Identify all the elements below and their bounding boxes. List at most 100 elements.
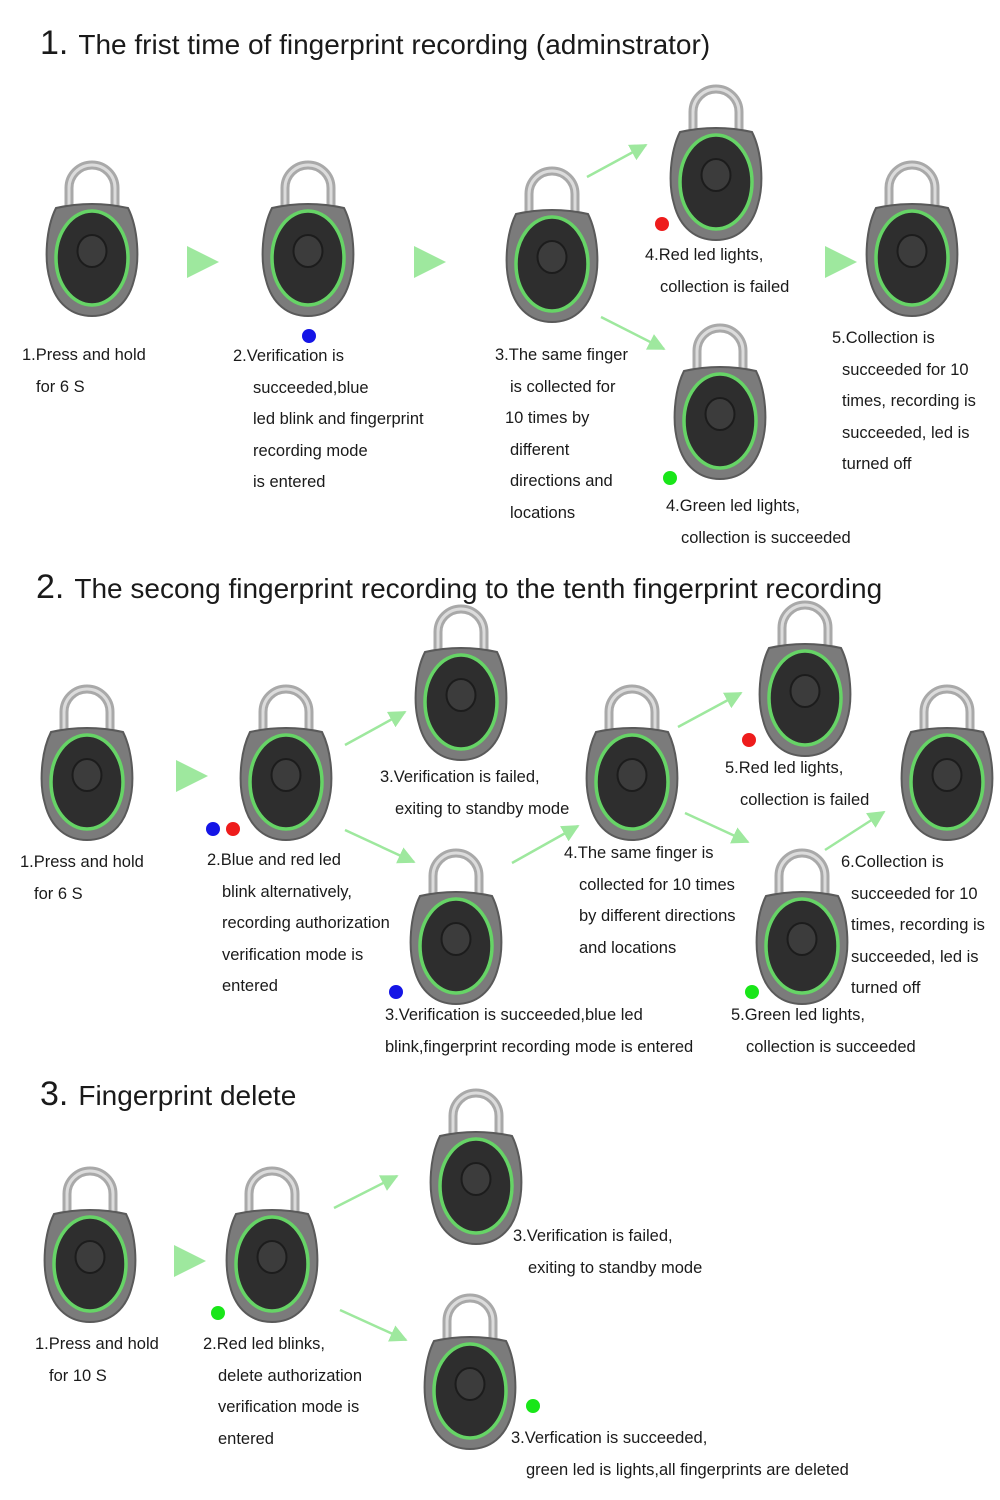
caption-line: 2.Blue and red led [207,851,341,869]
green-led-dot [211,1306,225,1320]
padlock-icon [862,152,962,322]
step-caption: 3.Verification is failed, exiting to sta… [513,1221,702,1284]
arrow-s2-to-failed [344,710,407,747]
arrow-s2-to-red [677,691,743,729]
padlock-icon [40,1158,140,1328]
padlock-icon [37,676,137,846]
blue-led-dot [302,329,316,343]
caption-line: blink,fingerprint recording mode is ente… [385,1037,694,1056]
caption-line: green led is lights,all fingerprints are… [526,1460,849,1479]
section-number: 1. [40,24,69,62]
section-title: The frist time of fingerprint recording … [78,29,711,60]
caption-line: verification mode is [222,945,364,964]
caption-line: collection is failed [660,277,790,296]
step-caption: 4.The same finger is collected for 10 ti… [564,838,736,964]
caption-line: 4.The same finger is [564,844,714,862]
caption-line: collection is succeeded [681,528,851,547]
red-led-dot [742,733,756,747]
padlock-icon [258,152,358,322]
arrow-s1-to-success [600,315,666,351]
caption-line: 2.Red led blinks, [203,1335,325,1353]
padlock-icon [666,76,766,246]
caption-line: 5.Red led lights, [725,759,844,777]
green-led-dot [663,471,677,485]
padlock-icon [406,840,506,1010]
step-caption: 6.Collection is succeeded for 10 times, … [841,847,985,1005]
caption-line: 5.Collection is [832,329,935,347]
section-number: 3. [40,1075,69,1113]
step-caption: 2.Verification is succeeded,blue led bli… [233,341,424,499]
caption-line: 4.Green led lights, [666,497,800,515]
padlock-icon [411,596,511,766]
caption-line: 1.Press and hold [22,346,146,364]
caption-line: 1.Press and hold [20,853,144,871]
step-caption: 3.Verification is succeeded,blue led bli… [385,1000,693,1063]
caption-line: times, recording is [851,916,985,934]
caption-line: blink alternatively, [222,882,352,901]
caption-line: entered [222,977,278,995]
caption-line: turned off [842,455,912,473]
section-title: The secong fingerprint recording to the … [74,573,883,604]
caption-line: succeeded, led is [842,423,970,442]
caption-line: and locations [579,938,677,957]
caption-line: by different directions [579,907,736,925]
caption-line: recording mode [253,441,368,460]
caption-line: exiting to standby mode [528,1258,703,1277]
padlock-icon [236,676,336,846]
caption-line: turned off [851,979,921,997]
step-caption: 2.Red led blinks, delete authorization v… [203,1329,362,1455]
green-led-dot [526,1399,540,1413]
play-arrow-icon [825,246,857,278]
arrow-s1-to-fail [586,143,648,179]
padlock-icon [42,152,142,322]
section-number: 2. [36,568,65,606]
step-caption: 4.Green led lights, collection is succee… [666,491,851,554]
caption-line: 10 times by [505,409,590,427]
caption-line: is collected for [510,377,616,396]
caption-line: 5.Green led lights, [731,1006,865,1024]
caption-line: 2.Verification is [233,347,344,365]
caption-line: succeeded for 10 [842,360,969,379]
caption-line: different [510,440,570,459]
caption-line: 3.Verification is failed, [513,1227,673,1245]
caption-line: for 10 S [49,1366,107,1385]
padlock-icon [755,592,855,762]
arrow-s2-to-done [824,810,886,852]
red-led-dot [655,217,669,231]
padlock-icon [582,676,682,846]
padlock-icon [426,1080,526,1250]
caption-line: succeeded for 10 [851,884,978,903]
arrow-s2-to-collect [511,824,580,865]
section-title: Fingerprint delete [78,1080,297,1111]
caption-line: collection is succeeded [746,1037,916,1056]
caption-line: 6.Collection is [841,853,944,871]
step-caption: 3.Verfication is succeeded, green led is… [511,1423,849,1486]
step-caption: 3.Verification is failed, exiting to sta… [380,762,569,825]
arrow-s2-to-green [684,811,750,844]
padlock-icon [420,1285,520,1455]
caption-line: directions and [510,472,613,490]
step-caption: 1.Press and hold for 10 S [35,1329,159,1392]
section-3-heading: 3. Fingerprint delete [40,1077,296,1111]
blue-led-dot [389,985,403,999]
caption-line: succeeded,blue [253,378,369,397]
padlock-icon [670,315,770,485]
step-caption: 3.The same finger is collected for 10 ti… [495,340,628,529]
green-led-dot [745,985,759,999]
caption-line: recording authorization [222,914,390,932]
step-caption: 5.Collection is succeeded for 10 times, … [832,323,976,481]
caption-line: times, recording is [842,392,976,410]
padlock-icon [752,840,852,1010]
caption-line: 3.Verfication is succeeded, [511,1429,708,1447]
caption-line: 3.Verification is failed, [380,768,540,786]
caption-line: collection is failed [740,790,870,809]
caption-line: for 6 S [36,377,85,396]
step-caption: 2.Blue and red led blink alternatively, … [207,845,390,1003]
section-2-heading: 2. The secong fingerprint recording to th… [36,570,882,604]
caption-line: verification mode is [218,1398,360,1416]
section-1-heading: 1. The frist time of fingerprint recordin… [40,26,710,60]
step-caption: 5.Red led lights, collection is failed [725,753,869,816]
caption-line: 1.Press and hold [35,1335,159,1353]
arrow-s2-to-succeeded [344,828,416,864]
